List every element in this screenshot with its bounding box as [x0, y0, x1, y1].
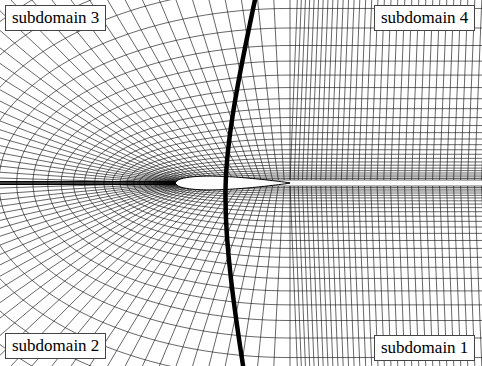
subdomain-label: subdomain 4	[374, 5, 475, 31]
grid-line	[290, 0, 291, 180]
grid-line	[0, 0, 198, 181]
grid-line	[0, 184, 189, 366]
grid-line	[262, 186, 284, 366]
label-text: subdomain 1	[381, 338, 468, 358]
grid-line	[0, 0, 230, 180]
grid-line	[0, 182, 175, 183]
grid-line	[0, 183, 175, 184]
grid-line	[262, 0, 284, 180]
subdomain-label: subdomain 3	[5, 5, 106, 31]
subdomain-label: subdomain 1	[374, 335, 475, 361]
grid-line	[0, 0, 482, 183]
grid-line	[127, 183, 482, 221]
grid-line	[353, 186, 371, 366]
grid-line	[0, 185, 198, 366]
grid-line	[0, 0, 225, 181]
label-text: subdomain 4	[381, 8, 468, 28]
grid-line	[290, 186, 291, 366]
grid-line	[0, 99, 177, 182]
grid-line	[0, 184, 187, 366]
grid-line	[0, 0, 205, 181]
grid-line	[0, 184, 175, 185]
grid-line	[0, 185, 216, 366]
grid-line	[0, 185, 208, 366]
subdomain-label: subdomain 2	[5, 333, 106, 359]
grid-line	[353, 0, 371, 180]
grid-line	[0, 185, 221, 366]
airfoil	[175, 176, 290, 190]
grid-line	[0, 184, 177, 267]
grid-line	[290, 0, 308, 180]
grid-line	[0, 185, 212, 366]
grid-line	[294, 186, 312, 366]
grid-line	[0, 0, 482, 183]
grid-line	[48, 183, 482, 291]
label-text: subdomain 2	[12, 336, 99, 356]
grid-line	[125, 186, 256, 366]
grid-line	[0, 0, 187, 182]
grid-line	[179, 186, 267, 366]
grid-line	[0, 0, 212, 181]
grid-line	[127, 145, 482, 183]
grid-line	[0, 81, 178, 183]
grid-line	[0, 0, 482, 183]
grid-line	[0, 0, 208, 181]
grid-line	[0, 0, 192, 181]
grid-line	[316, 186, 334, 366]
grid-line	[0, 184, 178, 286]
grid-line	[234, 0, 279, 180]
grid-line	[152, 186, 262, 366]
grid-line	[475, 0, 482, 180]
grid-line	[0, 185, 195, 366]
grid-line	[0, 0, 216, 181]
grid-line	[0, 185, 192, 366]
grid-line	[290, 186, 308, 366]
grid-line	[73, 99, 482, 183]
grid-line	[0, 186, 230, 366]
grid-line	[206, 0, 273, 180]
grid-line	[0, 0, 482, 183]
grid-line	[152, 0, 262, 180]
grid-line	[0, 185, 205, 366]
grid-line	[73, 183, 482, 267]
grid-line	[0, 0, 195, 181]
grid-line	[0, 183, 175, 214]
grid-line	[0, 183, 175, 184]
grid-line	[294, 0, 312, 180]
grid-line	[0, 185, 225, 366]
grid-line	[475, 186, 482, 366]
grid-line	[0, 0, 221, 181]
grid-line	[0, 152, 175, 183]
grid-line	[48, 75, 482, 183]
label-text: subdomain 3	[12, 8, 99, 28]
grid-line	[0, 0, 482, 183]
grid-line	[0, 181, 175, 182]
grid-line	[311, 0, 329, 180]
grid-line	[311, 186, 329, 366]
grid-line	[179, 0, 267, 180]
grid-line	[0, 0, 189, 182]
grid-line	[316, 0, 334, 180]
grid-line	[0, 0, 482, 183]
subdomain-boundary	[225, 0, 256, 366]
grid-line	[0, 0, 482, 183]
grid-line	[0, 0, 482, 183]
